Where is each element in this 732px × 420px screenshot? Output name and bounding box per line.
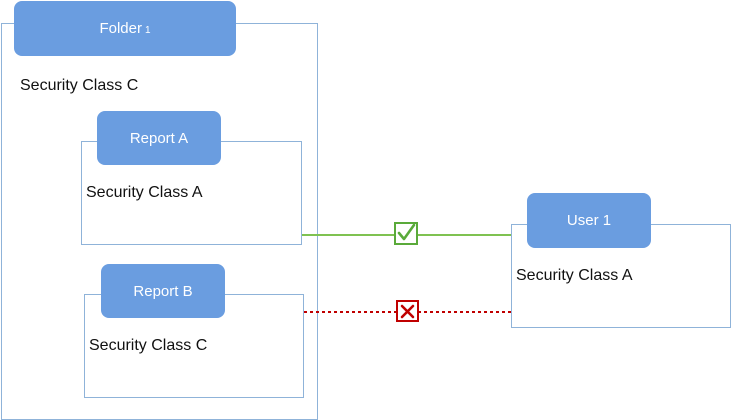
folder-security-class: Security Class C [20,77,139,94]
user-security-class: Security Class A [516,267,633,284]
folder-title-subscript: 1 [144,25,151,36]
report-b-security-class: Security Class C [89,337,208,354]
report-a-title-tab[interactable]: Report A [97,111,221,165]
report-b-title-tab[interactable]: Report B [101,264,225,318]
user-title-tab[interactable]: User 1 [527,193,651,248]
connection-report-a-to-user [302,222,511,245]
connection-report-b-to-user [304,300,511,322]
folder-title: Folder [99,20,142,37]
report-a-title: Report A [129,129,189,147]
report-b-title: Report B [133,282,193,300]
user-title: User 1 [566,212,612,229]
report-a-security-class: Security Class A [86,184,203,201]
check-icon [394,222,418,245]
cross-icon [396,300,419,322]
folder-title-tab[interactable]: Folder 1 [14,1,236,56]
